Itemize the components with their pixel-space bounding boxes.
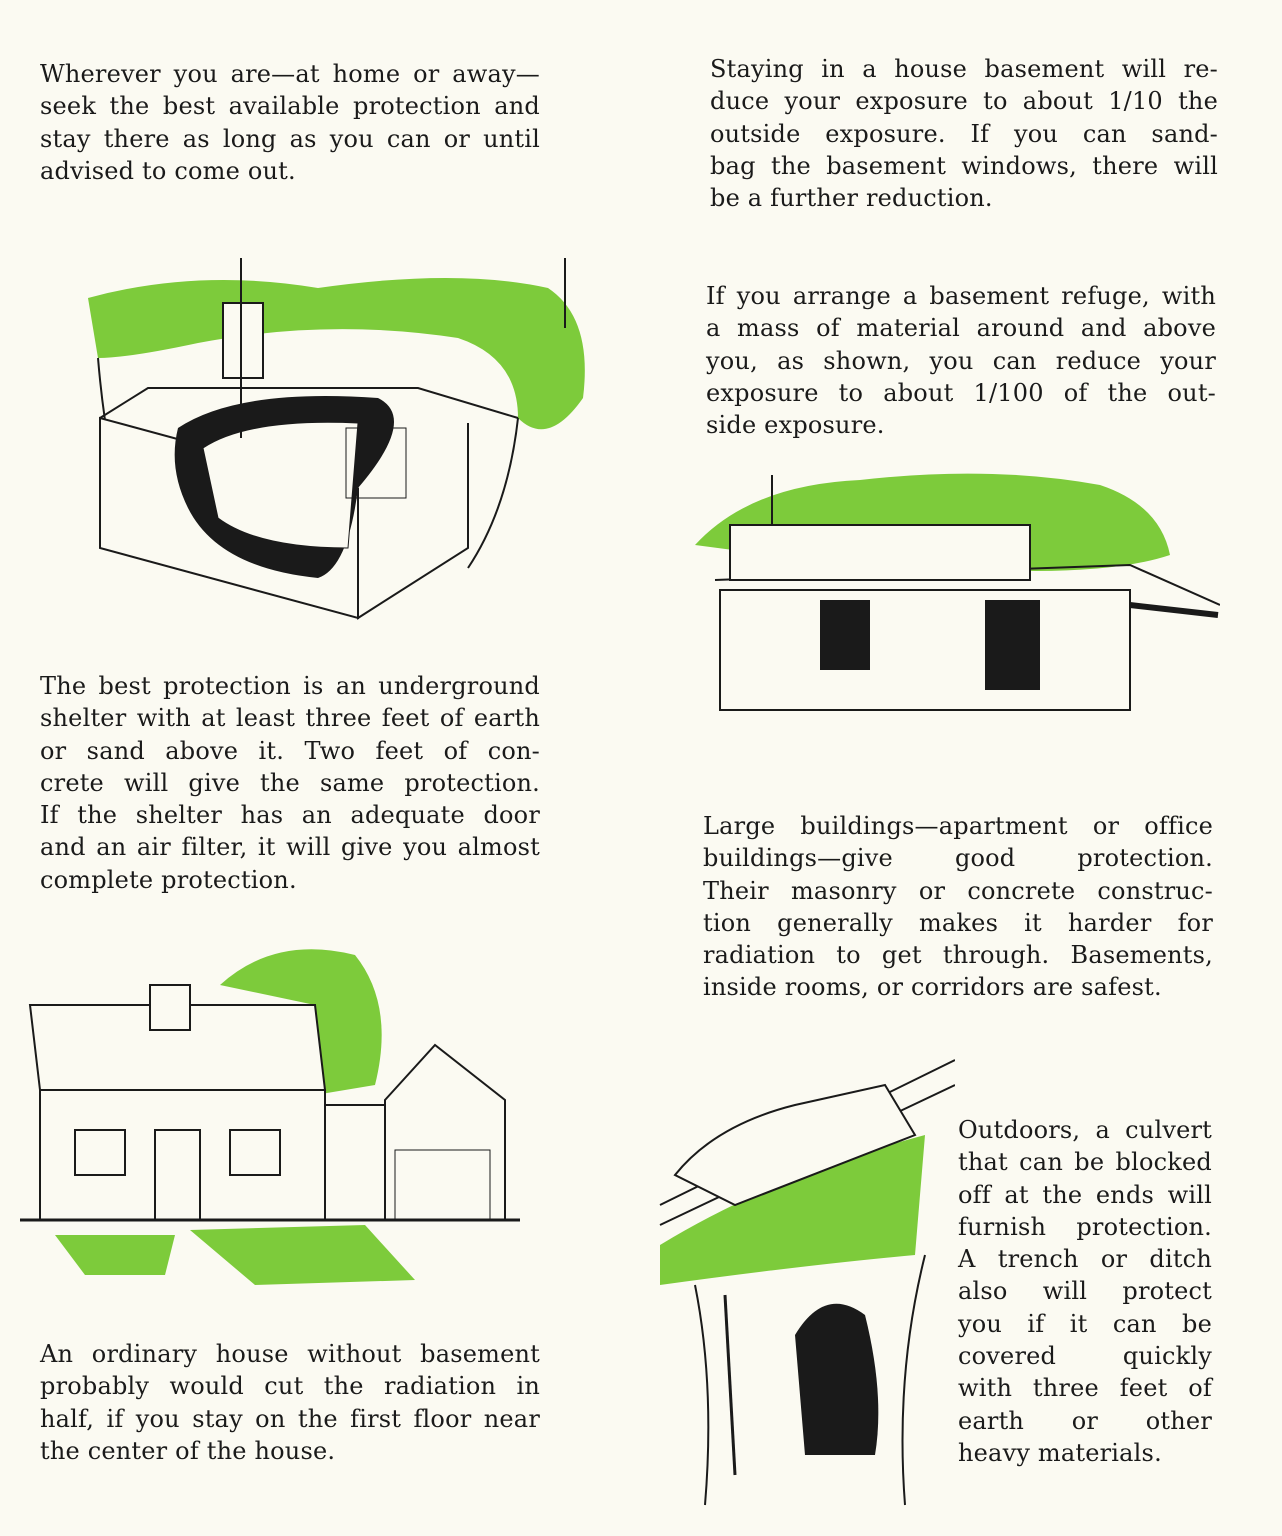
- text-line: buildings—give good protection.: [703, 844, 1213, 873]
- house-illustration: [20, 949, 520, 1285]
- text-line: off at the ends will: [958, 1180, 1212, 1209]
- text-line: duce your exposure to about 1/10 the: [710, 87, 1218, 116]
- text-line: Large buildings—apartment or office: [703, 812, 1213, 840]
- text-line: that can be blocked: [958, 1148, 1212, 1177]
- text-line: also will protect: [958, 1277, 1212, 1306]
- text-line: shelter with at least three feet of eart…: [40, 704, 540, 733]
- text-line: you, as shown, you can reduce your: [706, 346, 1216, 375]
- paragraph-large-buildings: Large buildings—apartment or office build…: [703, 810, 1213, 1004]
- text-line: advised to come out.: [40, 156, 296, 185]
- text-line: A trench or ditch: [958, 1245, 1212, 1274]
- text-line: crete will give the same protection.: [40, 768, 540, 797]
- text-line: seek the best available protection and: [40, 92, 540, 121]
- text-line: bag the basement windows, there will: [710, 151, 1218, 180]
- text-line: Staying in a house basement will re-: [710, 55, 1218, 83]
- text-line: stay there as long as you can or until: [40, 124, 540, 153]
- text-line: exposure to about 1/100 of the out-: [706, 378, 1216, 407]
- paragraph-underground-shelter: The best protection is an underground she…: [40, 670, 540, 896]
- text-line: An ordinary house without basement: [40, 1340, 540, 1368]
- text-line: heavy materials.: [958, 1438, 1162, 1467]
- paragraph-culvert-trench: Outdoors, a culvert that can be blocked of…: [958, 1114, 1212, 1469]
- text-line: you if it can be: [958, 1309, 1212, 1338]
- text-line: be a further reduction.: [710, 184, 993, 213]
- text-line: inside rooms, or corridors are safest.: [703, 973, 1162, 1002]
- paragraph-house-basement: Staying in a house basement will re-duce…: [710, 53, 1218, 214]
- text-line: outside exposure. If you can sand-: [710, 119, 1218, 148]
- text-line: side exposure.: [706, 411, 885, 440]
- text-line: with three feet of: [958, 1374, 1212, 1403]
- text-line: the center of the house.: [40, 1436, 336, 1465]
- text-line: half, if you stay on the first floor nea…: [40, 1404, 540, 1433]
- text-line: or sand above it. Two feet of con-: [40, 736, 540, 765]
- text-line: complete protection.: [40, 865, 297, 894]
- text-line: earth or other: [958, 1406, 1212, 1435]
- text-line: The best protection is an underground: [40, 672, 540, 700]
- text-line: Outdoors, a culvert: [958, 1116, 1212, 1144]
- text-line: Wherever you are—at home or away—: [40, 60, 540, 88]
- text-line: tion generally makes it harder for: [703, 908, 1213, 937]
- text-line: furnish protection.: [958, 1212, 1212, 1241]
- paragraph-ordinary-house: An ordinary house without basement probab…: [40, 1338, 540, 1467]
- text-line: If the shelter has an adequate door: [40, 801, 540, 830]
- text-line: probably would cut the radiation in: [40, 1372, 540, 1401]
- text-line: a mass of material around and above: [706, 314, 1216, 343]
- text-line: Their masonry or concrete construc-: [703, 876, 1213, 905]
- paragraph-basement-refuge: If you arrange a basement refuge, with a …: [706, 280, 1216, 441]
- culvert-illustration: [659, 1059, 955, 1506]
- text-line: If you arrange a basement refuge, with: [706, 282, 1216, 310]
- text-line: covered quickly: [958, 1342, 1212, 1371]
- text-line: radiation to get through. Basements,: [703, 941, 1213, 970]
- underground-shelter-illustration: [88, 258, 585, 620]
- paragraph-seek-protection: Wherever you are—at home or away— seek th…: [40, 58, 540, 187]
- basement-refuge-illustration: [695, 473, 1220, 711]
- text-line: and an air filter, it will give you almo…: [40, 833, 540, 862]
